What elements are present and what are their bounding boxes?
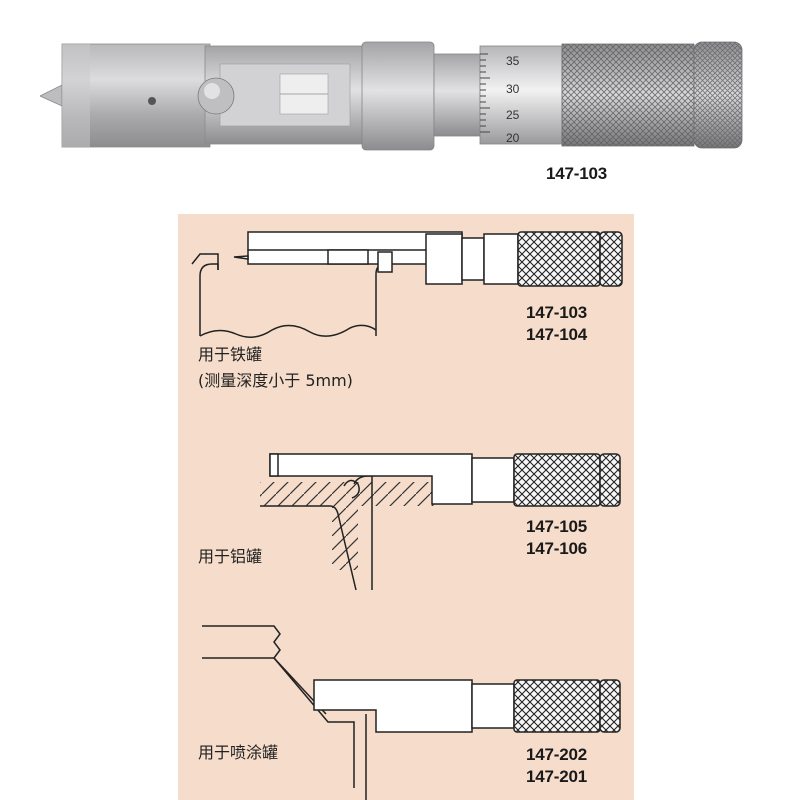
- model-code: 147-104: [526, 325, 587, 344]
- micrometer-photo: 35 30 25 20: [40, 41, 743, 151]
- collar: [361, 41, 435, 151]
- caption-spray-can: 用于喷涂罐: [198, 740, 278, 766]
- thimble: [479, 45, 563, 145]
- photo-model-label: 147-103: [546, 164, 607, 183]
- caption-note: (测量深度小于 5mm): [198, 371, 353, 390]
- caption-title: 用于铝罐: [198, 547, 263, 566]
- model-code: 147-105: [526, 517, 587, 536]
- models-aluminum: 147-105 147-106: [526, 516, 587, 560]
- caption-title: 用于喷涂罐: [198, 743, 279, 762]
- thimble-scale-20: 20: [506, 131, 520, 145]
- model-code: 147-201: [526, 767, 587, 786]
- thimble-scale-25: 25: [506, 108, 520, 122]
- thimble-scale-35: 35: [506, 54, 520, 68]
- usage-diagrams: [191, 231, 623, 800]
- sleeve: [433, 53, 481, 137]
- models-spray: 147-202 147-201: [526, 744, 587, 788]
- models-steel: 147-103 147-104: [526, 302, 587, 346]
- diagram-spray-can: [202, 625, 621, 800]
- diagram-aluminum-can: [260, 453, 621, 591]
- anvil-tip: [40, 84, 63, 107]
- caption-title: 用于铁罐: [198, 345, 263, 364]
- model-code: 147-103: [526, 303, 587, 322]
- caption-aluminum-can: 用于铝罐: [198, 544, 262, 570]
- model-code: 147-202: [526, 745, 587, 764]
- model-code: 147-106: [526, 539, 587, 558]
- caption-steel-can: 用于铁罐 (测量深度小于 5mm): [198, 342, 353, 394]
- thimble-scale-30: 30: [506, 82, 520, 96]
- diagram-steel-can: [191, 231, 623, 338]
- application-panel: 147-103 147-104 147-105 147-106 147-202 …: [178, 214, 634, 800]
